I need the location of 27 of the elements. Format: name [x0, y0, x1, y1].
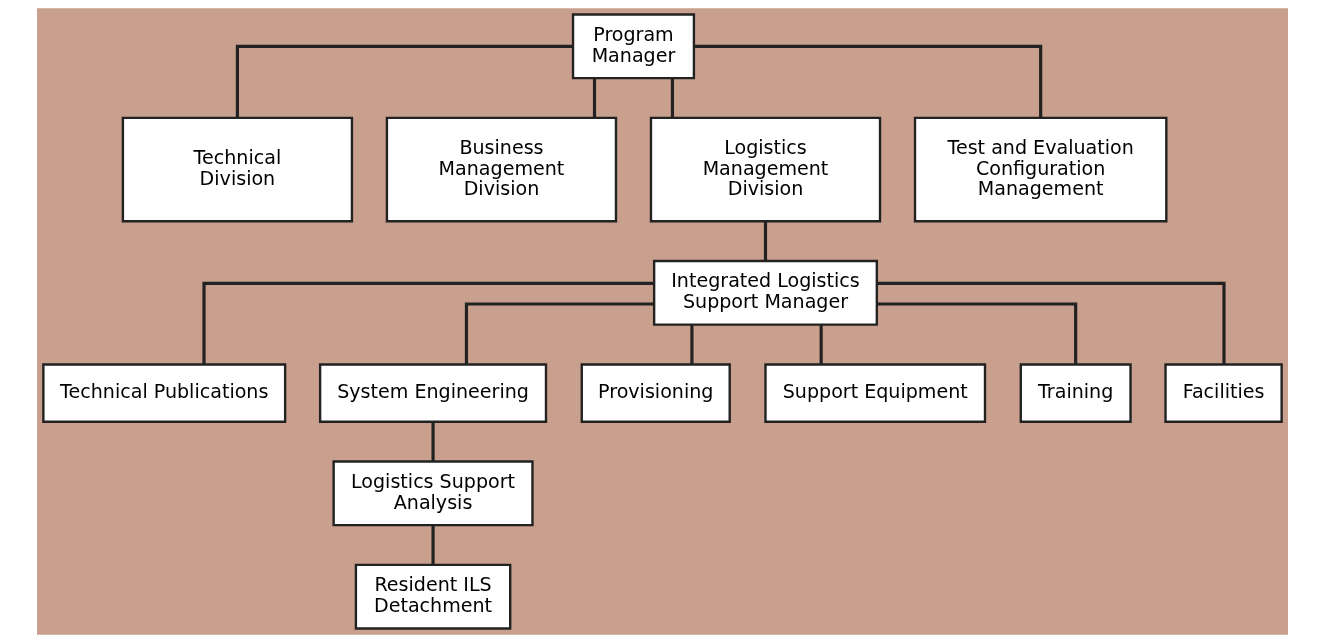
- connector: [876, 302, 1077, 365]
- connector: [819, 325, 823, 365]
- node-box: Logistics Support Analysis: [331, 460, 534, 527]
- node-box: Facilities: [1163, 363, 1283, 423]
- connector: [689, 325, 693, 365]
- connector: [430, 525, 435, 565]
- node-box: Integrated Logistics Support Manager: [652, 259, 878, 326]
- node-box: Support Equipment: [763, 363, 986, 423]
- connector: [235, 44, 573, 118]
- connector: [201, 281, 654, 365]
- connector: [876, 281, 1226, 365]
- connector: [592, 78, 596, 118]
- connector: [430, 422, 435, 462]
- node-box: Training: [1019, 363, 1132, 423]
- node-box: Program Manager: [571, 13, 695, 80]
- node-box: Business Management Division: [385, 116, 617, 223]
- node-box: Provisioning: [580, 363, 731, 423]
- node-box: Technical Publications: [41, 363, 286, 423]
- connector: [693, 44, 1042, 118]
- node-box: Test and Evaluation Configuration Management: [913, 116, 1167, 223]
- node-box: System Engineering: [318, 363, 547, 423]
- connector: [464, 302, 654, 365]
- connector: [763, 221, 767, 261]
- connector: [670, 78, 674, 118]
- node-box: Technical Division: [121, 116, 353, 223]
- node-box: Resident ILS Detachment: [354, 563, 511, 630]
- node-box: Logistics Management Division: [649, 116, 881, 223]
